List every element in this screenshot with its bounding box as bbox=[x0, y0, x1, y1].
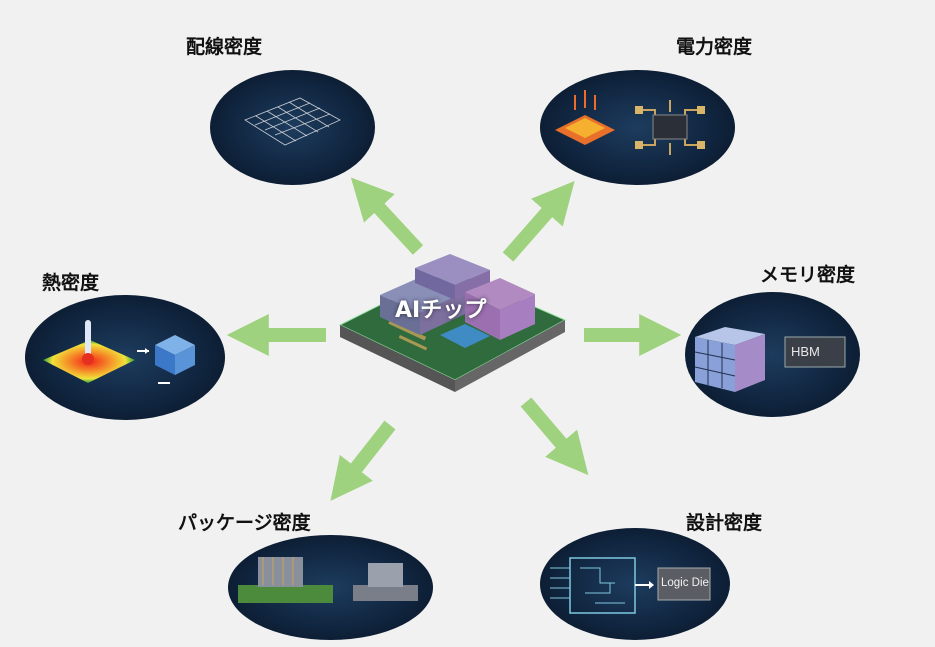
hot-chip-icon bbox=[555, 90, 705, 155]
package-stack-icon bbox=[238, 557, 418, 603]
logic-die-label: Logic Die bbox=[661, 577, 709, 589]
arrow-to-package bbox=[330, 420, 396, 501]
design-density-label: 設計密度 bbox=[686, 512, 763, 534]
hbm-chip-label: HBM bbox=[791, 344, 820, 359]
power-density-oval bbox=[540, 70, 735, 185]
center-label: AIチップ bbox=[395, 298, 487, 323]
thermal-density-oval bbox=[25, 295, 225, 420]
logic-circuit-icon bbox=[550, 557, 711, 614]
thermal-map-icon bbox=[43, 320, 195, 384]
package-density-label: パッケージ密度 bbox=[178, 512, 311, 534]
arrow-to-power bbox=[502, 181, 575, 262]
grid-mesh-icon bbox=[244, 97, 341, 146]
arrow-to-design bbox=[520, 397, 589, 476]
memory-density-oval: HBM bbox=[685, 292, 860, 417]
power-density-label: 電力密度 bbox=[676, 36, 753, 58]
design-density-oval: Logic Die bbox=[540, 528, 730, 640]
package-density-oval bbox=[228, 535, 433, 640]
memory-cube-icon bbox=[694, 327, 846, 392]
thermal-density-label: 熱密度 bbox=[42, 272, 100, 294]
wiring-density-label: 配線密度 bbox=[186, 36, 263, 58]
arrow-to-wiring bbox=[350, 177, 424, 255]
wiring-density-oval bbox=[210, 70, 375, 185]
memory-density-label: メモリ密度 bbox=[760, 264, 856, 286]
ai-chip-image bbox=[338, 254, 567, 392]
